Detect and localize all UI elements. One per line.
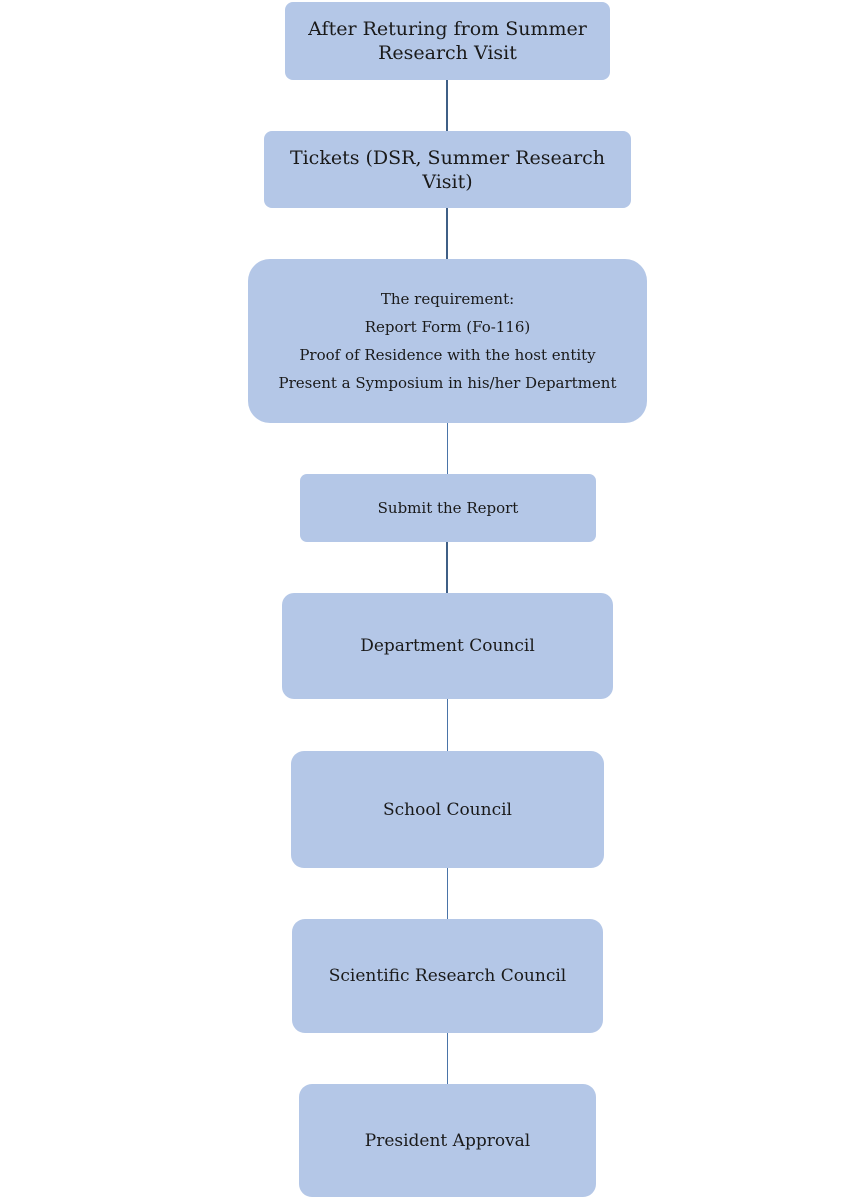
flow-node-school-council: School Council [291, 751, 604, 868]
flow-connector [446, 208, 448, 259]
flow-node-after-returning: After Returing from Summer Research Visi… [285, 2, 610, 80]
node-text-line: Research Visit [378, 42, 517, 64]
node-label: Submit the Report [377, 499, 519, 517]
flow-connector [446, 423, 448, 474]
flow-node-tickets: Tickets (DSR, Summer Research Visit) [264, 131, 631, 208]
requirement-item: Report Form (Fo-116) [364, 318, 531, 336]
flow-connector [446, 699, 448, 751]
flow-connector [446, 1033, 448, 1084]
node-text-line: Tickets (DSR, Summer Research [289, 146, 606, 169]
node-text-line: After Returing from Summer [308, 18, 587, 40]
flow-node-president-approval: President Approval [299, 1084, 596, 1197]
requirement-item: Present a Symposium in his/her Departmen… [278, 374, 617, 392]
node-label: President Approval [364, 1130, 531, 1151]
flow-node-scientific-research-council: Scientific Research Council [292, 919, 603, 1033]
flow-node-submit-report: Submit the Report [300, 474, 596, 542]
requirement-item: Proof of Residence with the host entity [299, 346, 596, 364]
node-label: School Council [383, 799, 512, 820]
node-label: Department Council [360, 636, 535, 656]
node-label: Scientific Research Council [328, 966, 567, 986]
flow-connector [446, 542, 448, 593]
flow-connector [446, 868, 448, 919]
flow-node-department-council: Department Council [282, 593, 613, 699]
flow-connector [446, 80, 448, 131]
node-text-line: Visit) [422, 170, 473, 193]
flow-node-requirements: The requirement: Report Form (Fo-116) Pr… [248, 259, 647, 423]
requirements-heading: The requirement: [380, 290, 515, 308]
